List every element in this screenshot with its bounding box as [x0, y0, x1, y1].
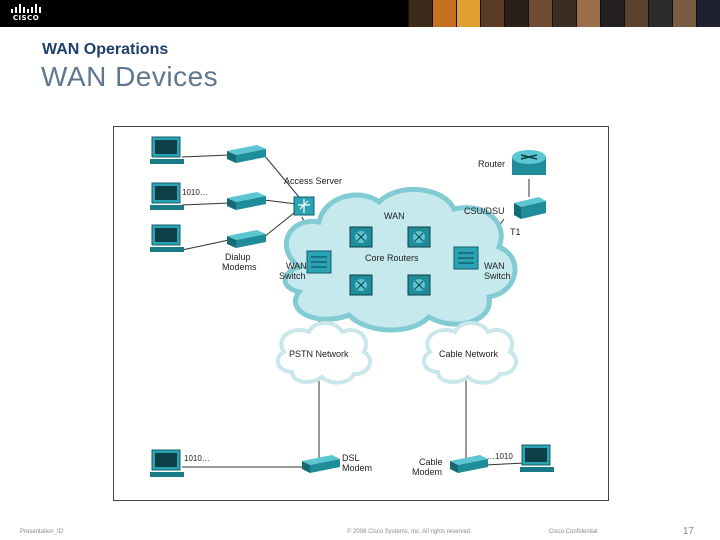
dialup-modem-icon-2 [227, 192, 266, 210]
page-number: 17 [682, 526, 694, 537]
footer-copyright: © 2008 Cisco Systems, Inc. All rights re… [347, 529, 472, 535]
banner-photo [600, 0, 624, 27]
banner-photo [696, 0, 720, 27]
access-server-icon [293, 196, 315, 216]
label-binary-pc-2: 1010… [182, 188, 208, 197]
top-banner: CISCO [0, 0, 720, 27]
footer-confidential: Cisco Confidential [549, 529, 598, 535]
label-binary-pc-bottom: 1010… [184, 454, 210, 463]
banner-photo [408, 0, 432, 27]
banner-photo [648, 0, 672, 27]
banner-photo [552, 0, 576, 27]
csu-dsu-icon [514, 197, 546, 219]
banner-photo [456, 0, 480, 27]
wan-devices-diagram: Access Server Router CSU/DSU T1 WAN Core… [113, 126, 609, 501]
cable-cloud [421, 321, 519, 385]
wan-switch-right-icon [453, 246, 479, 270]
label-csu-dsu: CSU/DSU [464, 206, 505, 216]
router-icon [512, 150, 546, 175]
dialup-modem-icon-3 [227, 230, 266, 248]
dsl-modem-icon [302, 455, 340, 473]
wan-switch-left-icon [306, 250, 332, 274]
pc-icon-3 [150, 224, 184, 252]
core-router-icon-2 [407, 226, 431, 248]
label-wan-switch-left-line1: WAN [286, 261, 307, 271]
pc-icon-bottom-left [150, 449, 184, 477]
cisco-logo: CISCO [8, 4, 44, 23]
label-wan-switch-left-line2: Switch [279, 271, 306, 281]
banner-photo [576, 0, 600, 27]
logo-text: CISCO [12, 14, 40, 22]
label-wan-switch-right-line1: WAN [484, 261, 505, 271]
label-access-server: Access Server [284, 176, 342, 186]
label-binary-pc-right: …1010 [487, 452, 513, 461]
footer-presentation-id: Presentation_ID [20, 529, 64, 535]
label-router: Router [478, 159, 505, 169]
banner-photo [504, 0, 528, 27]
page-title: WAN Devices [41, 61, 219, 92]
label-core-routers: Core Routers [365, 253, 419, 263]
label-dialup-line1: Dialup [225, 252, 251, 262]
banner-photo [432, 0, 456, 27]
dialup-modem-icon-1 [227, 145, 266, 163]
section-subtitle: WAN Operations [42, 41, 169, 58]
pc-icon-2 [150, 182, 184, 210]
core-router-icon-3 [349, 274, 373, 296]
label-t1: T1 [510, 227, 521, 237]
wan-cloud [282, 186, 518, 333]
core-router-icon-1 [349, 226, 373, 248]
banner-photo [672, 0, 696, 27]
pc-icon-bottom-right [520, 444, 554, 472]
banner-photo [480, 0, 504, 27]
banner-photo [528, 0, 552, 27]
label-cable-modem-line2: Modem [412, 467, 442, 477]
label-dsl-line1: DSL [342, 453, 360, 463]
photo-strip [408, 0, 720, 27]
label-dialup-line2: Modems [222, 262, 257, 272]
pc-icon-1 [150, 136, 184, 164]
label-wan: WAN [384, 211, 405, 221]
label-cable-modem-line1: Cable [419, 457, 443, 467]
cable-modem-icon [450, 455, 488, 473]
label-pstn-network: PSTN Network [289, 349, 349, 359]
core-router-icon-4 [407, 274, 431, 296]
banner-photo [624, 0, 648, 27]
pstn-cloud [275, 321, 373, 385]
label-wan-switch-right-line2: Switch [484, 271, 511, 281]
label-cable-network: Cable Network [439, 349, 499, 359]
label-dsl-line2: Modem [342, 463, 372, 473]
